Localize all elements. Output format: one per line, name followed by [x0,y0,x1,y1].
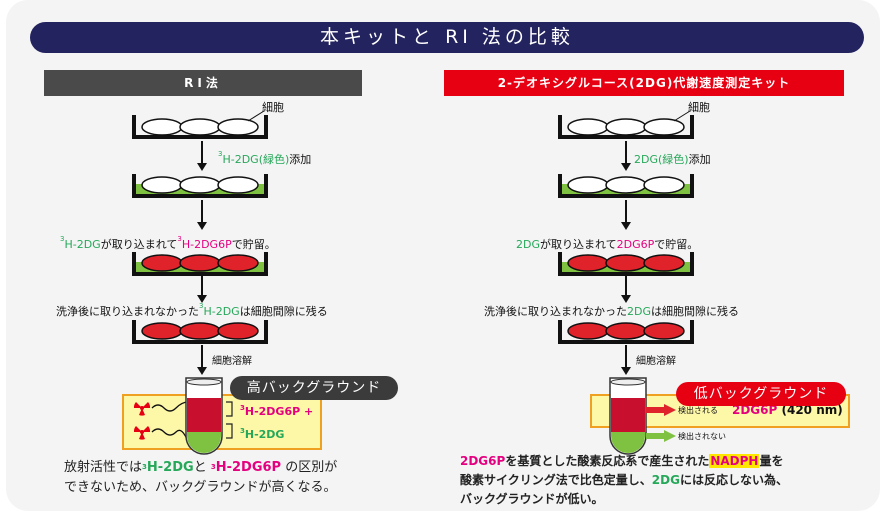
right-description: 2DG6Pを基質とした酸素反応系で産生されたNADPH量を 酸素サイクリング法で… [460,454,788,506]
dish-washed-right [558,320,694,344]
left-step2-text: 3H-2DGが取り込まれて3H-2DG6Pで貯留。 [60,235,276,251]
arrow-right-icon [646,404,676,416]
arrow-down-icon [621,141,631,171]
arrow-down-icon [197,275,207,303]
arrow-down-icon [197,141,207,171]
left-label-bottom: 3H-2DG [240,427,285,441]
dish-empty-left [132,110,268,139]
high-background-badge: 高バックグラウンド [230,376,398,400]
left-step1-text: 3H-2DG(緑色)添加 [218,150,312,166]
radiation-icon [133,402,151,416]
dish-empty-right [558,110,694,139]
right-step1-text: 2DG(緑色)添加 [634,153,711,166]
arrow-down-icon [197,200,207,230]
arrow-down-icon [621,275,631,303]
dish-filled-left [132,252,268,276]
radiation-icon [133,426,151,440]
dish-medium-left [132,174,268,198]
cell-label-right: 細胞 [688,101,710,114]
left-step3-text: 洗浄後に取り込まれなかった3H-2DGは細胞間隙に残る [56,302,328,318]
bracket-icon [226,401,233,439]
dish-medium-right [558,174,694,198]
test-tube-left [185,377,223,455]
left-lysis-label: 細胞溶解 [212,356,252,367]
wavy-line-icon [151,401,189,443]
dish-washed-left [132,320,268,344]
left-description: 放射活性では3H-2DGと 3H-2DG6P の区別が できないため、バックグラ… [64,460,338,495]
dish-filled-right [558,252,694,276]
right-step3-text: 洗浄後に取り込まれなかった2DGは細胞間隙に残る [484,305,739,318]
left-label-top: 3H-2DG6P + [240,404,314,418]
detected-label: 検出される [678,406,718,415]
right-lysis-label: 細胞溶解 [636,356,676,367]
arrow-down-icon [621,200,631,230]
right-header: 2-デオキシグルコース(2DG)代謝速度測定キット [444,70,844,96]
right-step2-text: 2DGが取り込まれて2DG6Pで貯留。 [516,238,699,251]
arrow-down-icon [621,345,631,375]
arrow-down-icon [197,345,207,375]
cell-label-left: 細胞 [262,101,284,114]
test-tube-right [609,377,647,455]
not-detected-label: 検出されない [678,432,726,441]
low-background-badge: 低バックグラウンド [676,382,846,406]
left-header: RI法 [44,70,362,96]
arrow-right-icon [646,430,676,442]
page-title: 本キットと RI 法の比較 [30,22,864,53]
detected-value: 2DG6P (420 nm) [732,403,843,417]
